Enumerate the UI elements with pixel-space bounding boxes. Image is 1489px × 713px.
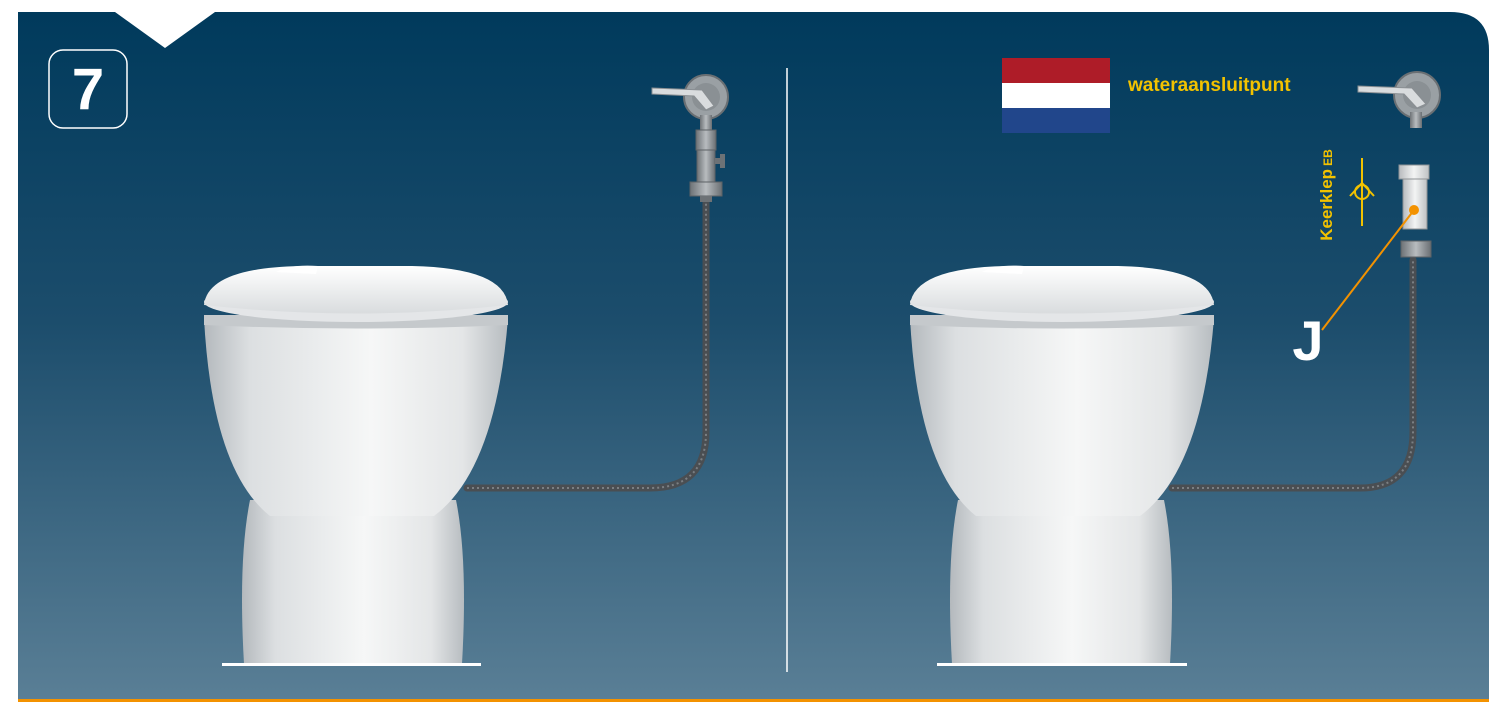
flag-stripe-white: [1002, 83, 1110, 108]
callout-dot: [1409, 205, 1419, 215]
netherlands-flag: [1002, 58, 1110, 133]
flag-stripe-red: [1002, 58, 1110, 83]
valve-label-text: Keerklep: [1317, 169, 1336, 241]
water-connection-label: wateraansluitpunt: [1128, 75, 1368, 97]
bottom-accent-bar: [18, 699, 1489, 702]
part-letter-j: J: [1283, 310, 1333, 370]
left-toilet: [204, 266, 508, 666]
flag-stripe-blue: [1002, 108, 1110, 133]
valve-label: Keerklep EB: [1316, 120, 1338, 270]
right-toilet: [910, 266, 1214, 666]
step-number: 7: [49, 50, 127, 128]
valve-code: EB: [1321, 149, 1335, 166]
